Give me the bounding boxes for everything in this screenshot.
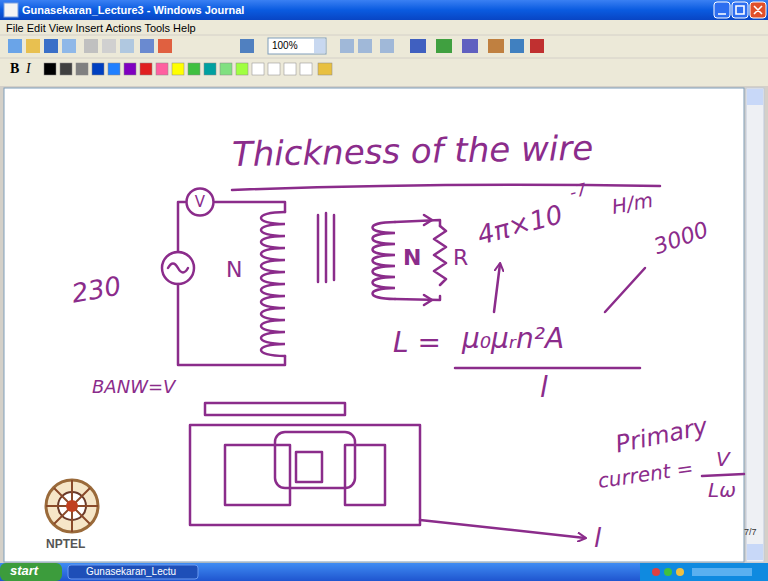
meter-letter: V: [185, 187, 215, 217]
toolbar-area: [0, 20, 768, 86]
system-tray: [640, 563, 768, 581]
bold-button: B: [10, 61, 19, 76]
menu-bar: File Edit View Insert Actions Tools Help: [6, 22, 196, 34]
ink-drawing: [162, 185, 744, 538]
window-title: Gunasekaran_Lecture3 - Windows Journal: [22, 4, 244, 16]
formula-denominator: l: [540, 373, 548, 404]
italic-button: I: [26, 61, 31, 76]
color-palette: [44, 63, 332, 75]
logo-text: NPTEL: [46, 538, 85, 551]
start-label: start: [10, 564, 38, 578]
formula-numerator: μ₀μᵣn²A: [462, 324, 564, 355]
note-canvas: [4, 88, 744, 562]
formula-denominator: Lω: [708, 479, 736, 501]
start-button: [0, 563, 62, 581]
load-resistor: R: [453, 246, 468, 270]
secondary-turns: N: [403, 246, 421, 270]
formula-numerator: V: [716, 448, 730, 470]
task-label: Gunasekaran_Lectu: [86, 566, 176, 577]
coil-path: [261, 212, 285, 356]
toolbar-icons: [8, 38, 544, 54]
page-title: Thickness of the wire: [232, 130, 594, 174]
page-counter: 7/7: [744, 528, 757, 538]
maximize-button: [732, 2, 748, 18]
nptel-logo: [46, 480, 98, 532]
note: BANW=V: [92, 377, 175, 397]
voltmeter-symbol: V: [185, 187, 215, 217]
coil-path: [373, 222, 396, 299]
minimize-button: [714, 2, 730, 18]
length-label: l: [594, 524, 601, 553]
app-icon: [4, 3, 18, 17]
zoom-level: 100%: [272, 40, 298, 51]
scroll-bar: [746, 88, 764, 562]
taskbar: [0, 563, 768, 581]
coil-windings: [261, 212, 395, 356]
title-bar: [0, 0, 768, 20]
primary-turns: N: [226, 258, 242, 282]
task-button: [68, 565, 198, 579]
formula-lhs: L =: [393, 328, 441, 359]
